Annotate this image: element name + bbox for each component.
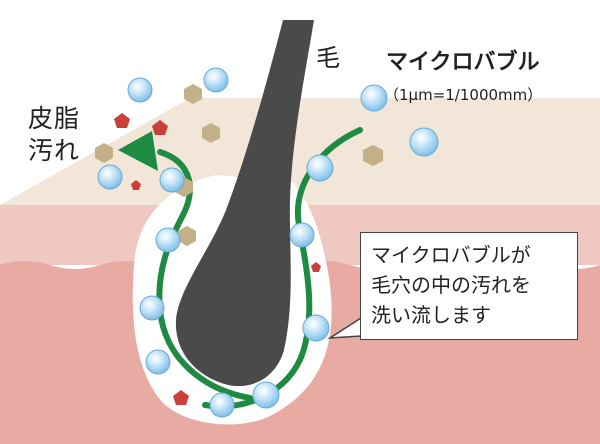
sebum-particle [114, 113, 130, 128]
sebum-particle [152, 120, 168, 135]
bubble [139, 295, 165, 321]
bubble [209, 392, 235, 418]
micro-bubble-scale: （1μm=1/1000mm） [384, 86, 543, 104]
callout-line: 洗い流します [371, 303, 491, 327]
bubble [159, 167, 185, 193]
bubble [127, 77, 153, 103]
dirt-particle [95, 143, 113, 163]
sebum-particle [131, 180, 141, 190]
flow-arrowhead [118, 131, 158, 171]
hair-shaft [175, 20, 314, 387]
bubble [360, 84, 388, 112]
bubble [155, 227, 181, 253]
bubble [409, 127, 439, 157]
dirt-particle [178, 226, 196, 246]
sebum-particle [311, 262, 321, 272]
bubble [203, 67, 229, 93]
skin-surface-layer [0, 98, 600, 205]
callout-box: マイクロバブルが 毛穴の中の汚れを 洗い流します [360, 232, 578, 340]
sebum-label-line2: 汚れ [28, 136, 81, 165]
dirt-particles [95, 84, 383, 246]
dirt-particle [184, 84, 202, 104]
sebum-particles [114, 113, 321, 405]
bubble [302, 314, 330, 342]
bubble [306, 154, 334, 182]
hair-label: 毛 [316, 44, 340, 72]
bubble [289, 222, 315, 248]
callout-line: マイクロバブルが [371, 243, 531, 267]
sebum-particle [173, 390, 189, 405]
sebum-label-line1: 皮脂 [28, 104, 81, 133]
sebum-dirt-label: 皮脂 汚れ [28, 103, 80, 167]
micro-bubbles [97, 67, 439, 418]
dirt-particle [363, 145, 383, 166]
bubble [97, 164, 123, 190]
micro-bubble-title: マイクロバブル [386, 50, 540, 75]
callout-line: 毛穴の中の汚れを [371, 273, 531, 297]
bubble [145, 349, 171, 375]
bubble [252, 381, 280, 409]
dirt-particle [202, 123, 220, 143]
